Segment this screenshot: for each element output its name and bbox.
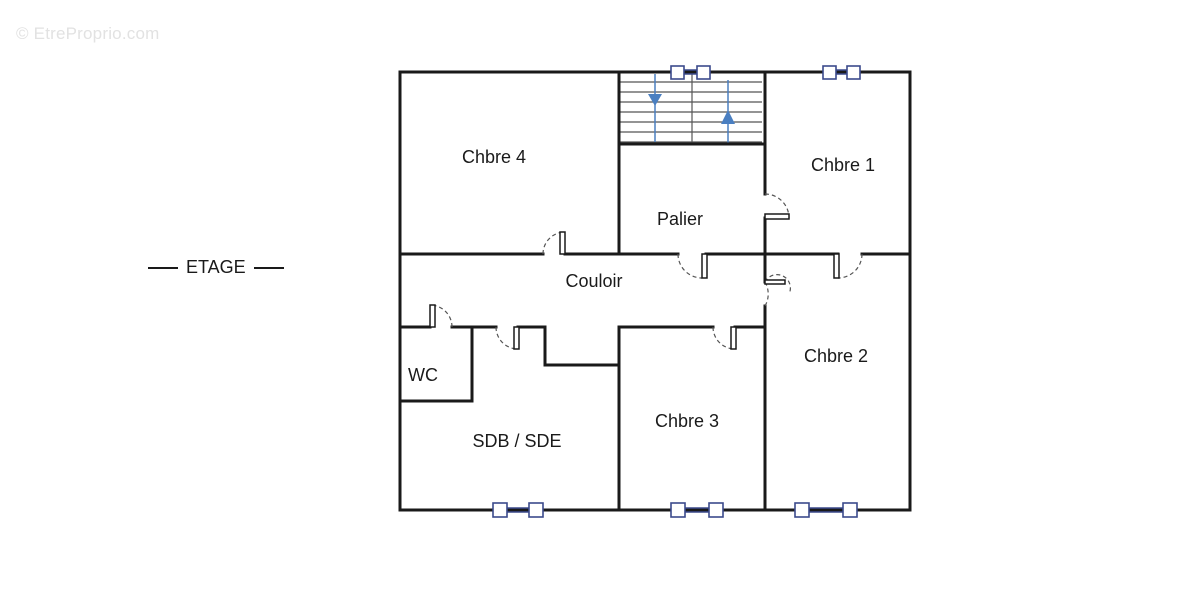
room-label-chbre1: Chbre 1 <box>811 155 875 175</box>
window-chbre3-bottom <box>670 502 724 518</box>
door-couloir-right <box>764 273 792 307</box>
room-label-chbre2: Chbre 2 <box>804 346 868 366</box>
door-chbre3 <box>712 326 737 350</box>
level-dash-right <box>253 266 284 269</box>
window-sdb-bottom <box>492 502 544 518</box>
room-label-chbre4: Chbre 4 <box>462 147 526 167</box>
room-label-palier: Palier <box>657 209 703 229</box>
stair-treads <box>620 74 762 144</box>
room-label-chbre3: Chbre 3 <box>655 411 719 431</box>
staircase <box>620 74 762 144</box>
watermark: © EtreProprio.com <box>16 24 160 43</box>
window-chbre1-top <box>822 65 861 80</box>
window-stairs-top <box>670 65 711 80</box>
level-name: ETAGE <box>186 257 246 277</box>
level-dash-left <box>148 266 178 269</box>
room-labels: Chbre 4 Chbre 1 Palier Couloir Chbre 2 W… <box>408 147 875 451</box>
room-label-sdb: SDB / SDE <box>472 431 561 451</box>
room-label-wc: WC <box>408 365 438 385</box>
walls <box>398 70 912 512</box>
door-sdb <box>495 326 520 350</box>
door-palier <box>677 253 708 279</box>
door-wc <box>429 304 453 328</box>
stair-arrow-down <box>648 94 662 106</box>
door-chbre4 <box>542 231 566 255</box>
room-label-couloir: Couloir <box>565 271 622 291</box>
door-chbre2 <box>833 253 863 279</box>
window-chbre2-bottom <box>794 502 858 518</box>
door-chbre1 <box>764 193 790 220</box>
level-label: ETAGE <box>148 257 284 278</box>
windows <box>492 65 861 518</box>
stair-arrow-up <box>721 110 735 124</box>
doors <box>429 193 863 350</box>
